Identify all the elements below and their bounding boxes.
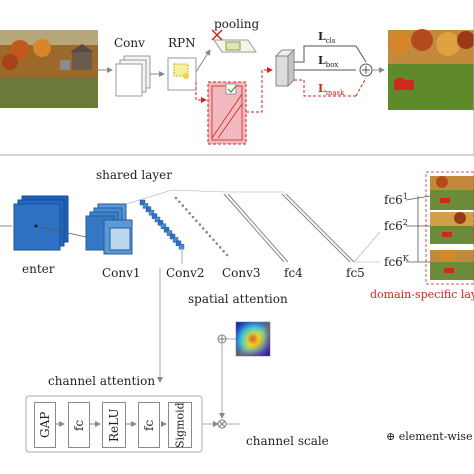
conv2-map — [148, 209, 155, 216]
domain-thumbnail-k — [430, 250, 474, 280]
domain-thumbnail-1 — [430, 176, 474, 210]
conv2-map — [166, 230, 173, 236]
fc5-layer — [281, 193, 355, 263]
conv2-map — [142, 203, 149, 209]
conv3-map — [181, 204, 185, 207]
pink-roi-align-box — [207, 81, 247, 145]
fc6-1-label: fc61 — [384, 192, 408, 207]
conv3-map — [215, 242, 219, 245]
channel-scale-label: channel scale — [246, 434, 329, 448]
conv2-map — [145, 206, 152, 213]
loss-cls-label: Lcls — [318, 30, 336, 46]
domain-specific-label: domain-specific laye — [370, 288, 474, 301]
conv2-map — [157, 220, 164, 226]
conv3-map — [191, 215, 195, 219]
relu-block: ReLU — [102, 402, 126, 448]
conv3-feature-maps — [174, 196, 229, 257]
conv2-map — [163, 226, 170, 233]
conv2-map — [139, 199, 146, 206]
input-photo — [0, 30, 98, 108]
gap-block: GAP — [34, 402, 56, 448]
fc6-k-label: fc6K — [384, 254, 409, 269]
conv1-label: Conv1 — [102, 266, 141, 280]
conv3-map — [205, 230, 208, 234]
conv2-label: Conv2 — [166, 266, 205, 280]
conv3-map — [225, 253, 229, 257]
loss-mask-label: Lmask — [318, 82, 345, 98]
conv2-map — [169, 233, 176, 240]
output-photo — [388, 29, 474, 110]
conv2-map — [151, 213, 158, 219]
conv3-map — [178, 200, 181, 204]
conv2-feature-maps — [139, 199, 185, 250]
spatial-attention-heatmap — [235, 321, 271, 357]
fc4-layer — [223, 193, 289, 263]
pooling-label: pooling — [214, 17, 260, 31]
fc6-2-label: fc62 — [384, 218, 408, 233]
conv3-map — [212, 238, 215, 242]
conv3-map — [188, 211, 191, 215]
input-blue-cube — [13, 195, 69, 251]
domain-thumbnail-2 — [430, 212, 474, 244]
sigmoid-block: Sigmoid — [168, 402, 192, 448]
shared-layer-label: shared layer — [96, 168, 172, 182]
conv2-map — [172, 237, 179, 243]
enter-label: enter — [22, 262, 55, 276]
fc5-label: fc5 — [346, 266, 365, 280]
channel-attention-label: channel attention — [48, 374, 156, 388]
conv3-map — [222, 249, 225, 253]
conv3-map — [208, 234, 212, 238]
rpn-label: RPN — [168, 36, 196, 50]
fc-block-1: fc — [68, 402, 90, 448]
conv3-map — [174, 196, 178, 200]
pooling-icon — [211, 29, 257, 53]
fc4-label: fc4 — [284, 266, 303, 280]
conv3-map — [198, 223, 202, 226]
conv3-label: Conv3 — [222, 266, 261, 280]
conv-feature-maps-icon — [115, 55, 151, 97]
conv3-map — [201, 227, 205, 230]
fc-block-2: fc — [138, 402, 160, 448]
detection-head-block — [274, 48, 296, 88]
conv2-map — [160, 223, 167, 230]
rpn-proposal-icon — [167, 57, 197, 91]
element-wise-legend: ⊕ element-wise a — [386, 430, 474, 443]
conv-label: Conv — [114, 36, 145, 50]
loss-box-label: Lbox — [318, 54, 339, 70]
spatial-attention-label: spatial attention — [188, 292, 288, 306]
conv2-map — [154, 216, 161, 223]
conv3-map — [195, 219, 198, 223]
conv3-map — [184, 208, 188, 211]
conv2-map — [175, 240, 182, 247]
conv1-feature-maps — [85, 203, 133, 255]
conv3-map — [218, 246, 222, 249]
panel-divider — [0, 0, 474, 156]
